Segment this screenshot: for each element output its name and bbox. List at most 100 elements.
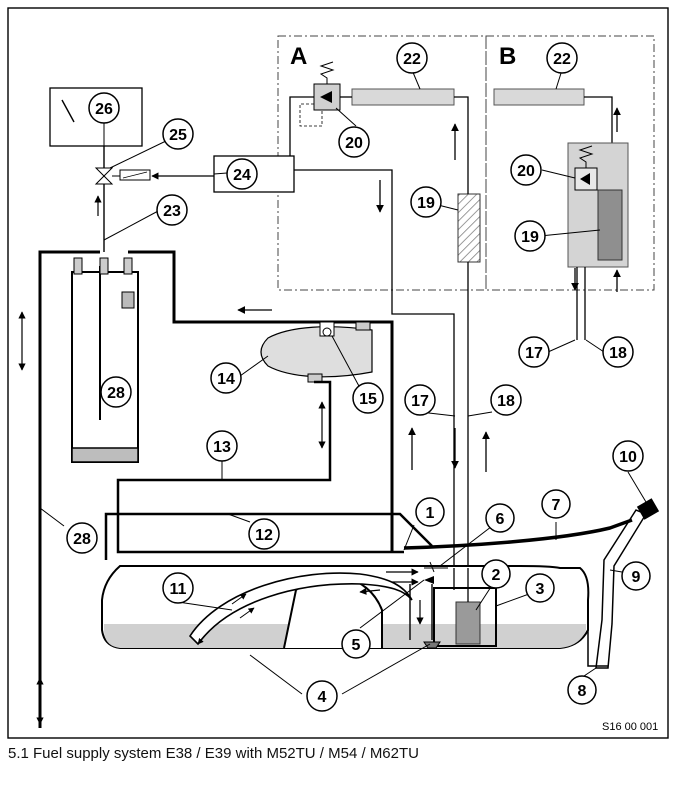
fuel-filter-b: [597, 189, 623, 261]
svg-text:26: 26: [95, 101, 113, 118]
svg-text:25: 25: [169, 127, 187, 144]
vent-line-12: [104, 512, 433, 560]
callout-6: 6: [485, 503, 515, 533]
section-b-label: B: [499, 43, 516, 70]
svg-text:8: 8: [578, 683, 587, 700]
reference-code: S16 00 001: [602, 721, 658, 733]
section-a-label: A: [290, 43, 307, 70]
svg-text:18: 18: [497, 393, 515, 410]
svg-text:13: 13: [213, 439, 231, 456]
callout-20-a: 20: [338, 126, 370, 158]
tank-outlet-fitting: [355, 321, 371, 331]
regulator-spring-b: [578, 145, 594, 168]
callout-9: 9: [621, 561, 651, 591]
svg-text:4: 4: [318, 689, 327, 706]
canister-port-3: [123, 257, 133, 275]
svg-text:23: 23: [163, 203, 181, 220]
fuel-filter-a: [457, 193, 481, 263]
callout-4: 4: [306, 680, 338, 712]
svg-text:20: 20: [517, 163, 535, 180]
purge-valve-lower: [94, 175, 114, 185]
callout-17-bottom: 17: [404, 384, 436, 416]
line-a-regulator-return: [289, 96, 393, 300]
svg-text:15: 15: [359, 391, 377, 408]
svg-text:20: 20: [345, 135, 363, 152]
valve-5: [424, 576, 434, 584]
callout-10: 10: [612, 440, 644, 472]
canister-port-2: [99, 257, 109, 275]
svg-text:6: 6: [496, 511, 505, 528]
purge-valve-upper: [94, 167, 114, 177]
svg-text:11: 11: [170, 581, 187, 598]
svg-text:28: 28: [73, 531, 91, 548]
return-line-17: [391, 300, 455, 568]
callout-8: 8: [567, 675, 597, 705]
callout-22-a: 22: [396, 42, 428, 74]
svg-text:18: 18: [609, 345, 627, 362]
callout-28-canister: 28: [100, 376, 132, 408]
fuel-pump: [455, 601, 481, 645]
svg-text:1: 1: [426, 505, 435, 522]
section-a-box: [277, 35, 487, 291]
canister-purge-line: [128, 250, 394, 552]
callout-13: 13: [206, 430, 238, 462]
filler-neck-bottom: [587, 630, 608, 667]
pressure-valve-6: [424, 561, 448, 573]
callout-19-b: 19: [514, 220, 546, 252]
section-b-box: [485, 35, 655, 291]
svg-text:10: 10: [619, 449, 637, 466]
fuel-rail-a: [351, 88, 455, 106]
callout-19-a: 19: [410, 186, 442, 218]
svg-text:7: 7: [552, 497, 561, 514]
svg-text:5: 5: [352, 637, 361, 654]
callout-17-right: 17: [518, 336, 550, 368]
expansion-tank: [260, 326, 373, 378]
arrow-tank-left: [359, 587, 381, 595]
svg-text:19: 19: [521, 229, 539, 246]
line-b-rail: [584, 96, 613, 143]
canister-base: [71, 447, 139, 463]
svg-text:14: 14: [217, 371, 235, 388]
callout-23: 23: [156, 194, 188, 226]
callout-5: 5: [341, 629, 371, 659]
leader-lines: [39, 69, 647, 695]
figure-caption: 5.1 Fuel supply system E38 / E39 with M5…: [8, 745, 419, 762]
svg-text:17: 17: [525, 345, 543, 362]
callout-15: 15: [352, 382, 384, 414]
throttle-plate: [61, 99, 75, 123]
svg-text:17: 17: [411, 393, 429, 410]
pump-housing: [433, 587, 497, 647]
rollover-valve-ball: [322, 327, 332, 337]
vent-line-7: [403, 518, 633, 550]
svg-text:2: 2: [492, 567, 501, 584]
callout-12: 12: [248, 518, 280, 550]
regulator-spring-a: [319, 61, 335, 84]
fuel-system-diagram: A B: [7, 7, 669, 739]
line-a-rail-to-filter: [454, 96, 469, 194]
svg-text:9: 9: [632, 569, 641, 586]
svg-text:3: 3: [536, 581, 545, 598]
arrow-11-c: [197, 631, 209, 645]
svg-text:22: 22: [403, 51, 421, 68]
svg-text:19: 19: [417, 195, 435, 212]
callout-26: 26: [88, 92, 120, 124]
callout-2: 2: [481, 559, 511, 589]
filler-cap-10: [636, 498, 660, 520]
regulator-valve-b: [580, 173, 590, 185]
regulator-vacuum-line-a: [299, 103, 323, 127]
callout-1: 1: [415, 497, 445, 527]
callout-14: 14: [210, 362, 242, 394]
canister-vent-line: [38, 250, 100, 728]
canister-port-1: [73, 257, 83, 275]
actuator-coil: [122, 171, 148, 179]
figure-border: [7, 7, 669, 739]
callout-18-right: 18: [602, 336, 634, 368]
transfer-line-11: [188, 572, 413, 646]
callout-25: 25: [162, 118, 194, 150]
callout-20-b: 20: [510, 154, 542, 186]
callout-7: 7: [541, 489, 571, 519]
svg-text:12: 12: [255, 527, 273, 544]
svg-text:24: 24: [233, 167, 251, 184]
fuel-rail-b: [493, 88, 585, 106]
arrow-11-a: [231, 593, 247, 605]
